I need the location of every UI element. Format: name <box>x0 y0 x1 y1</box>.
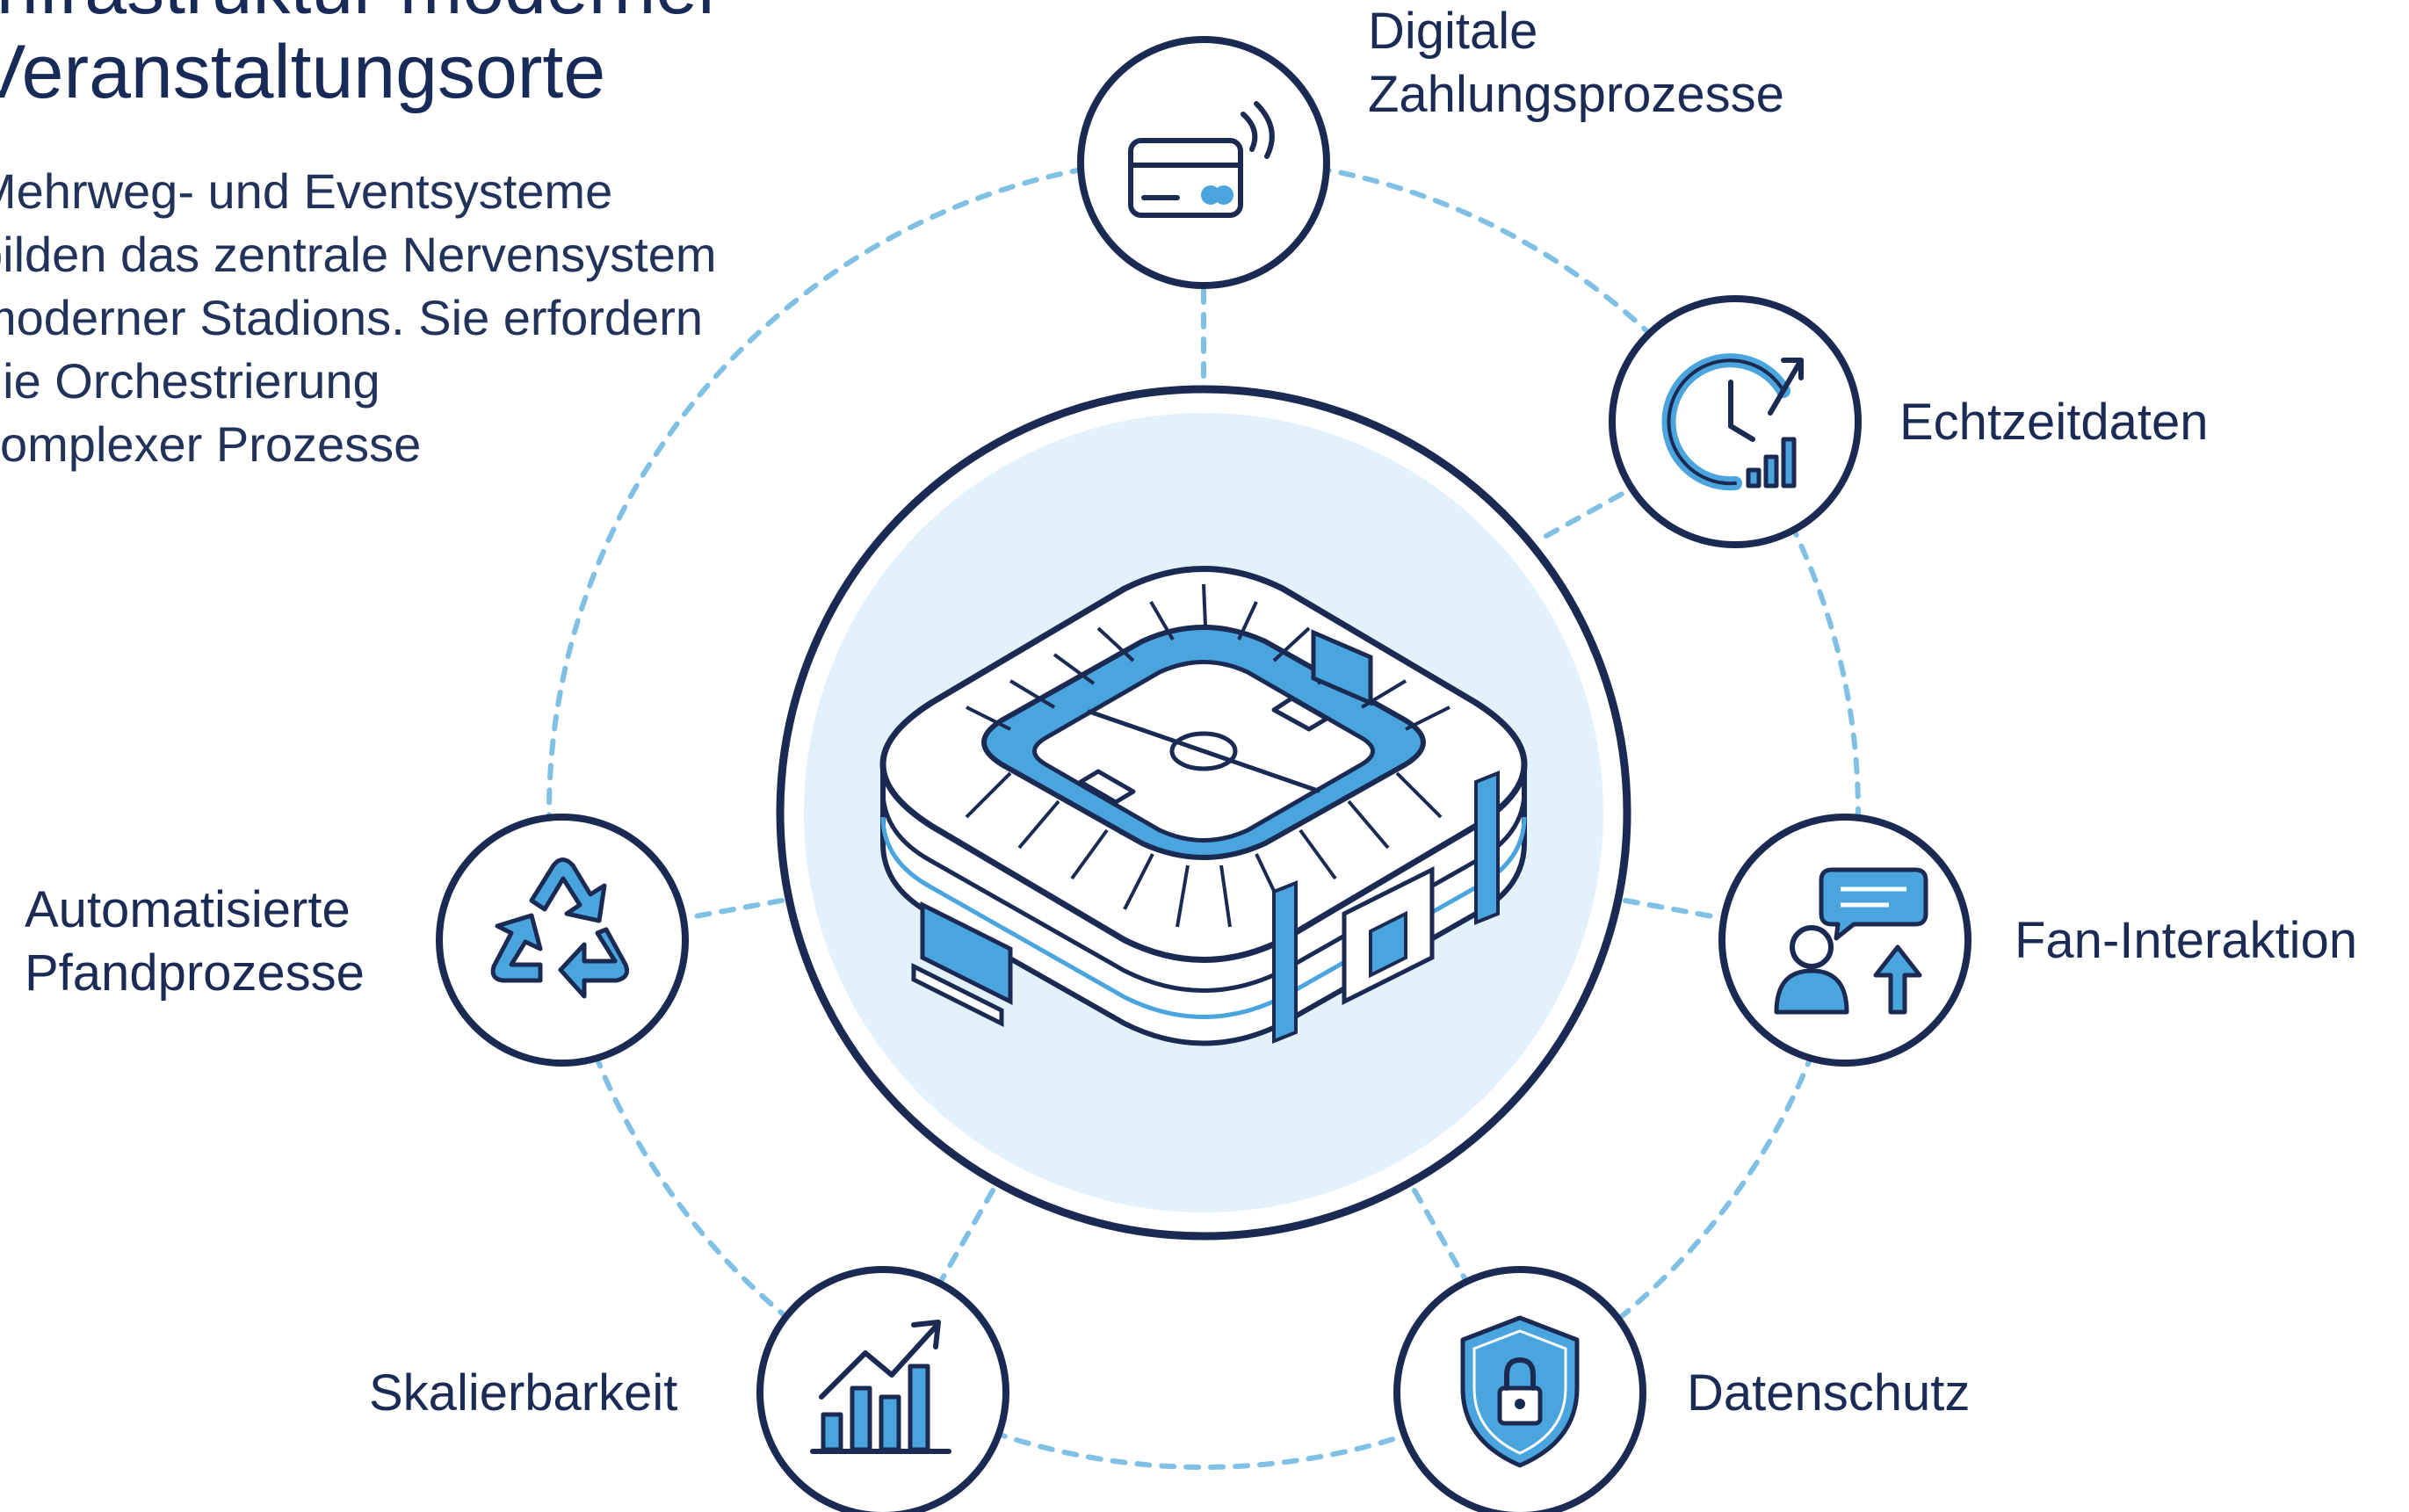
intro-line-4: die Orchestrierung <box>0 353 380 409</box>
node-realtime <box>1609 295 1862 548</box>
label-scalability: Skalierbarkeit <box>369 1362 677 1425</box>
label-scalability-line-1: Skalierbarkeit <box>369 1364 678 1422</box>
label-privacy: Datenschutz <box>1687 1362 1970 1425</box>
intro-text: Mehrweg- und Eventsysteme bilden das zen… <box>0 160 717 476</box>
intro-line-1: Mehrweg- und Eventsysteme <box>0 163 613 219</box>
label-payment: Digitale Zahlungsprozesse <box>1368 0 1784 127</box>
label-realtime: Echtzeitdaten <box>1899 391 2208 454</box>
user-chat-icon <box>1774 867 1928 1015</box>
label-deposit-line-1: Automatisierte <box>25 881 351 938</box>
node-fan <box>1718 814 1971 1067</box>
node-privacy <box>1393 1266 1646 1512</box>
intro-line-3: moderner Stadions. Sie erfordern <box>0 290 703 345</box>
contactless-card-icon <box>1128 101 1275 218</box>
title-line-2: Veranstaltungsorte <box>0 30 606 114</box>
label-fan: Fan-Interaktion <box>2015 909 2357 973</box>
node-payment <box>1077 36 1330 289</box>
clock-chart-icon <box>1661 353 1804 491</box>
spoke-privacy <box>1412 1188 1470 1285</box>
label-realtime-line-1: Echtzeitdaten <box>1899 394 2209 451</box>
label-payment-line-2: Zahlungsprozesse <box>1368 66 1784 123</box>
page-title: Infrastruktur moderner Veranstaltungsort… <box>0 0 723 114</box>
stadium-icon <box>879 566 1528 1046</box>
label-payment-line-1: Digitale <box>1368 3 1538 60</box>
center-hub <box>776 385 1631 1241</box>
node-deposit <box>436 814 689 1067</box>
spoke-fan <box>1623 898 1725 921</box>
spoke-scalability <box>937 1188 995 1285</box>
label-privacy-line-1: Datenschutz <box>1687 1364 1971 1422</box>
growth-chart-icon <box>810 1320 951 1454</box>
spoke-realtime <box>1544 489 1628 539</box>
label-deposit-line-2: Pfandprozesse <box>25 944 365 1002</box>
shield-lock-icon <box>1460 1315 1580 1468</box>
node-scalability <box>756 1266 1009 1512</box>
recycle-icon <box>490 857 630 999</box>
label-fan-line-1: Fan-Interaktion <box>2015 912 2358 969</box>
spoke-deposit <box>683 898 785 921</box>
title-line-1: Infrastruktur moderner <box>0 0 723 30</box>
label-deposit: Automatisierte Pfandprozesse <box>25 879 365 1005</box>
intro-line-2: bilden das zentrale Nervensystem <box>0 227 717 282</box>
intro-line-5: komplexer Prozesse <box>0 416 422 472</box>
